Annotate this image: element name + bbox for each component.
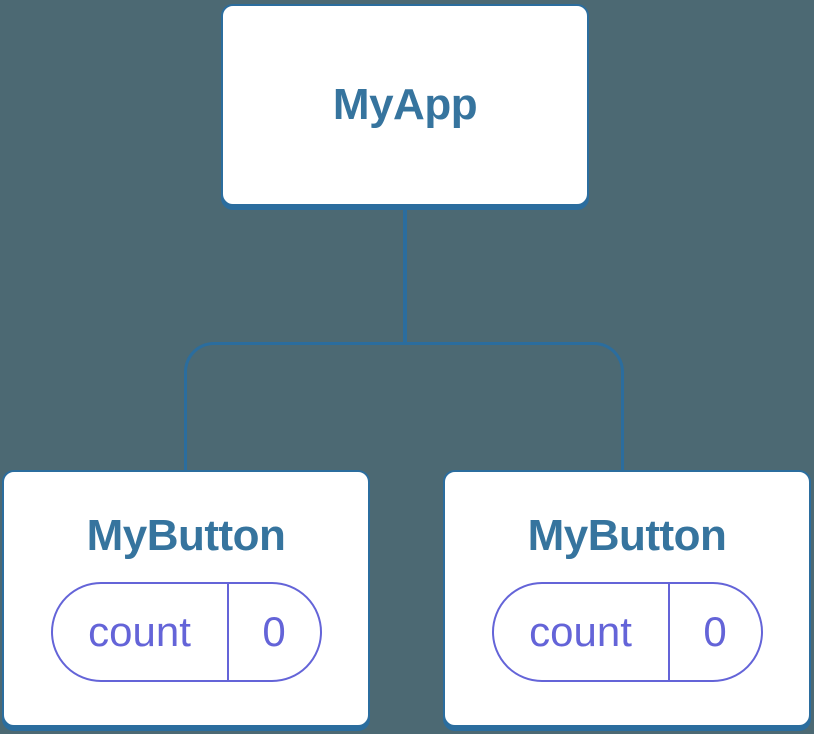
state-pill-divider — [667, 584, 670, 680]
component-node-root: MyApp — [221, 4, 589, 206]
state-value: 0 — [703, 608, 727, 655]
component-node-child-1: MyButton count 0 — [2, 470, 370, 727]
root-node-label: MyApp — [332, 80, 478, 129]
state-pill-divider — [226, 584, 229, 680]
state-key: count — [88, 608, 191, 655]
state-value: 0 — [262, 608, 286, 655]
component-node-child-2: MyButton count 0 — [443, 470, 811, 727]
state-key: count — [529, 608, 632, 655]
child-node-label: MyButton — [527, 511, 727, 560]
state-pill: count 0 — [491, 582, 763, 682]
connector-stem — [403, 206, 407, 343]
connector-bracket — [184, 342, 624, 471]
state-pill: count 0 — [50, 582, 322, 682]
child-node-label: MyButton — [86, 511, 286, 560]
